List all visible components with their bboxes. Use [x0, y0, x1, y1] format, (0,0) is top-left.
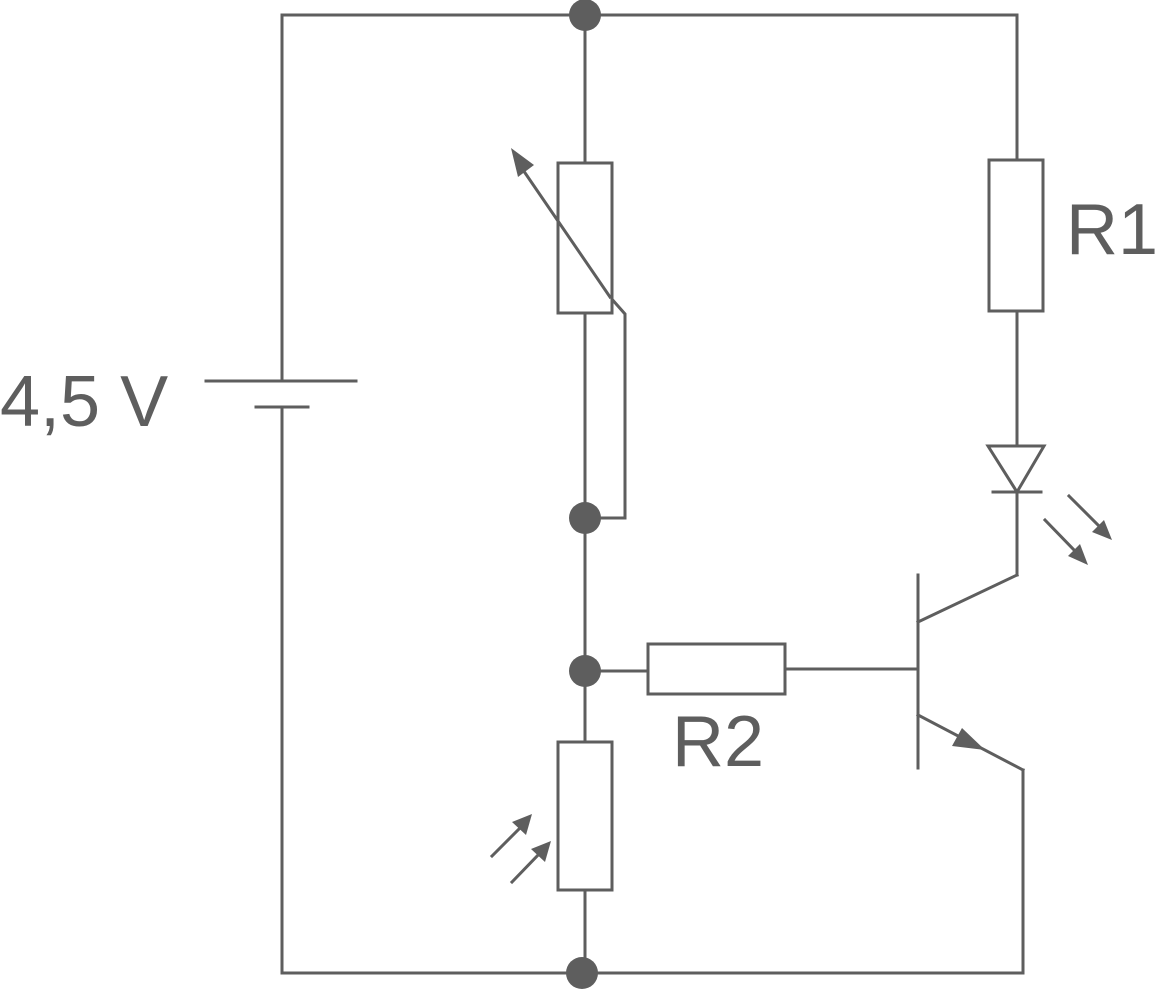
ldr-light-arrowhead-lower	[531, 841, 551, 862]
junction-nodes	[566, 0, 601, 989]
potentiometer-symbol	[511, 148, 614, 315]
resistor-r2-body	[646, 642, 787, 696]
resistor-r1-body	[987, 158, 1045, 313]
junction-node-top	[569, 0, 601, 31]
potentiometer-arrow-head	[511, 148, 534, 177]
resistor-r2-label: R2	[672, 702, 764, 782]
ldr-light-arrow-upper	[489, 823, 525, 859]
resistor-r2-symbol	[646, 642, 787, 696]
ldr-symbol	[489, 740, 614, 892]
transistor-emitter-arrow	[952, 728, 985, 750]
led-triangle	[985, 444, 1047, 495]
junction-node-divider	[569, 655, 601, 687]
junction-node-pot-wiper	[569, 502, 601, 534]
led-emission-arrows	[1042, 493, 1112, 565]
wires	[280, 13, 1025, 975]
led-emission-arrow-upper	[1066, 493, 1103, 530]
battery-voltage-label: 4,5 V	[0, 362, 168, 442]
battery-symbol	[204, 379, 358, 409]
resistor-r1-symbol	[987, 158, 1045, 313]
potentiometer-arrow-shaft	[518, 164, 613, 300]
led-emission-arrowhead-upper	[1092, 520, 1112, 540]
ldr-light-arrowhead-upper	[512, 814, 532, 835]
led-emission-arrowhead-lower	[1068, 544, 1088, 565]
transistor-symbol	[915, 573, 1026, 773]
ldr-body	[556, 740, 614, 892]
led-emission-arrow-lower	[1042, 517, 1079, 555]
pot-wiper-wire	[583, 294, 627, 520]
ldr-light-arrow-lower	[509, 850, 543, 885]
ldr-light-arrows	[489, 814, 551, 885]
resistor-r1-label: R1	[1066, 190, 1158, 270]
transistor-collector-lead	[916, 573, 1019, 624]
junction-node-bottom	[566, 957, 598, 989]
led-symbol	[985, 444, 1112, 565]
